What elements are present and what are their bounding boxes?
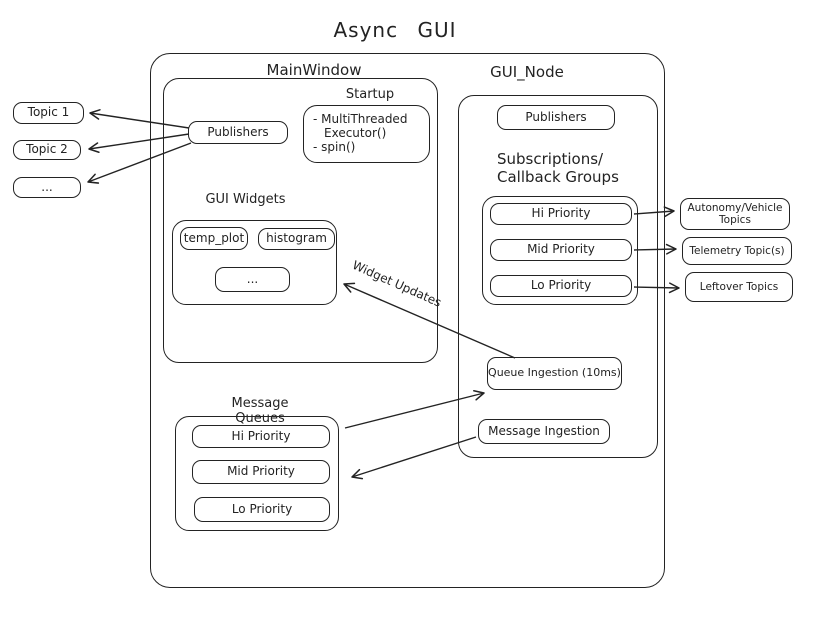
- subscriptions-label: Subscriptions/ Callback Groups: [497, 150, 637, 186]
- autonomy-vehicle-topics-node: Autonomy/Vehicle Topics: [680, 198, 790, 230]
- gui-node-label: GUI_Node: [490, 63, 564, 81]
- main-window-box: [163, 78, 438, 363]
- widgets-ellipsis-node: ...: [215, 267, 290, 292]
- topic-1-node: Topic 1: [13, 102, 84, 124]
- diagram-title: Async GUI: [333, 18, 457, 42]
- startup-line-3: - spin(): [313, 140, 356, 154]
- temp-plot-node: temp_plot: [180, 227, 248, 250]
- hi-priority-queue-node: Hi Priority: [192, 425, 330, 448]
- histogram-node: histogram: [258, 228, 335, 250]
- topic-2-node: Topic 2: [13, 140, 81, 160]
- leftover-topics-node: Leftover Topics: [685, 272, 793, 302]
- startup-label: Startup: [345, 87, 395, 102]
- startup-content: - MultiThreaded Executor() - spin(): [313, 112, 428, 154]
- hi-priority-subscription-node: Hi Priority: [490, 203, 632, 225]
- gui-widgets-label: GUI Widgets: [205, 192, 286, 207]
- mid-priority-queue-node: Mid Priority: [192, 460, 330, 484]
- mid-priority-subscription-node: Mid Priority: [490, 239, 632, 261]
- startup-node: [303, 105, 430, 163]
- startup-line-2: Executor(): [324, 126, 387, 140]
- guinode-publishers-node: Publishers: [497, 105, 615, 130]
- main-window-label: MainWindow: [266, 61, 362, 79]
- mainwindow-publishers-node: Publishers: [188, 121, 288, 144]
- outer-container-box: [150, 53, 665, 588]
- message-queues-label: Message Queues: [231, 396, 289, 426]
- startup-line-1: - MultiThreaded: [313, 112, 408, 126]
- gui-node-box: [458, 95, 658, 458]
- message-ingestion-node: Message Ingestion: [478, 419, 610, 444]
- telemetry-topics-node: Telemetry Topic(s): [682, 237, 792, 265]
- gui-widgets-group: [172, 220, 337, 305]
- lo-priority-queue-node: Lo Priority: [194, 497, 330, 522]
- subscriptions-label-line2: Callback Groups: [497, 168, 619, 186]
- topic-ellipsis-node: ...: [13, 177, 81, 198]
- queue-ingestion-node: Queue Ingestion (10ms): [487, 357, 622, 390]
- lo-priority-subscription-node: Lo Priority: [490, 275, 632, 297]
- subscriptions-label-line1: Subscriptions/: [497, 150, 604, 168]
- message-queues-group: [175, 416, 339, 531]
